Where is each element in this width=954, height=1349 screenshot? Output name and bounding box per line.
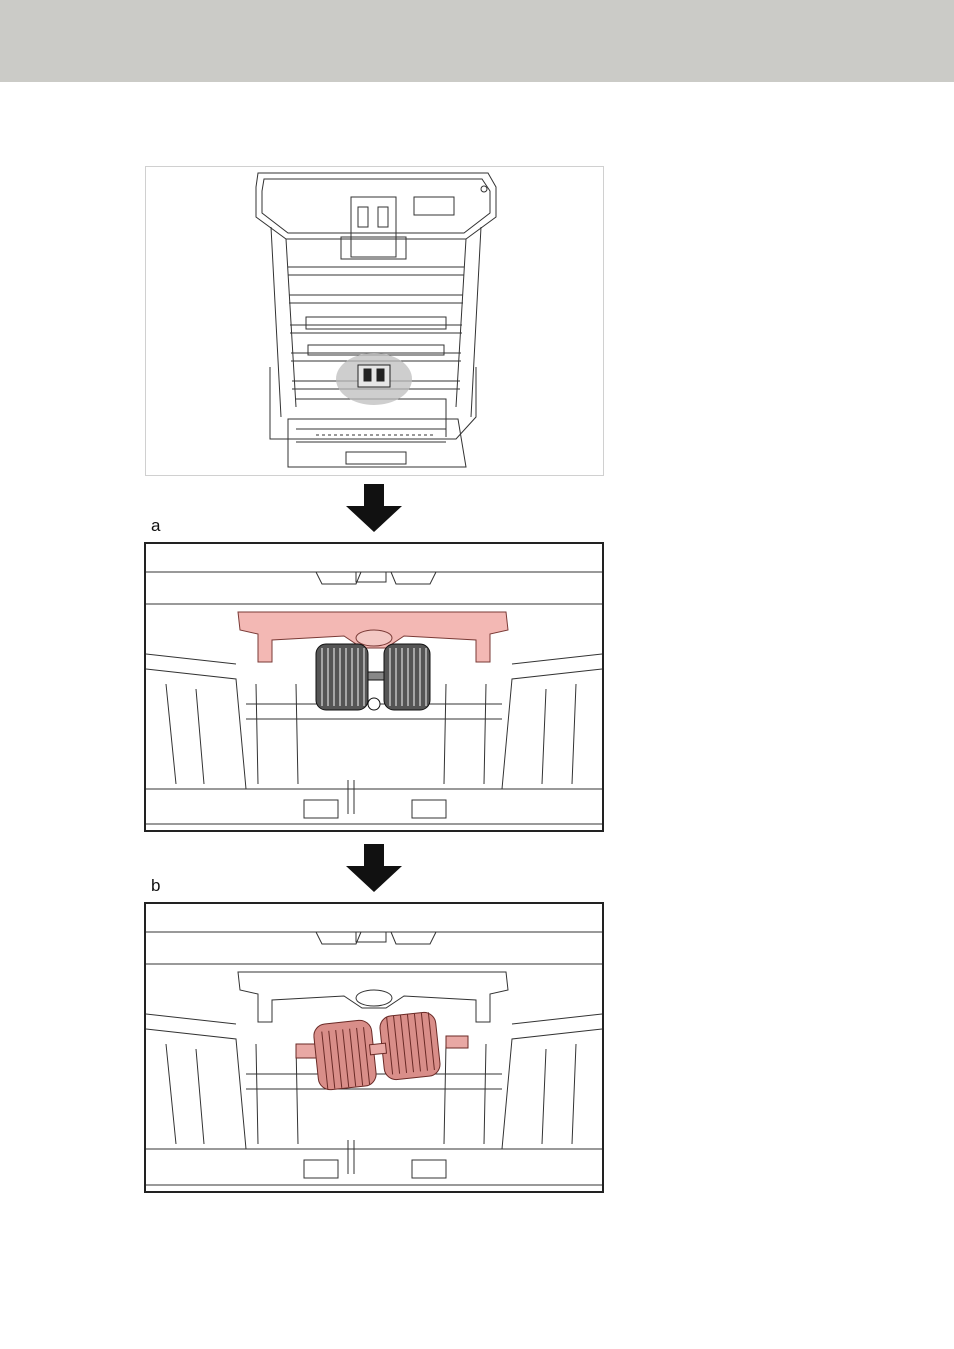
step-label-a: a <box>151 517 160 534</box>
header-bar <box>0 0 954 82</box>
down-arrow-icon <box>346 844 402 892</box>
step-a-illustration <box>144 542 604 832</box>
step-label-b: b <box>151 877 160 894</box>
scanner-overview-illustration <box>145 166 604 476</box>
down-arrow-icon <box>346 484 402 532</box>
step-b-illustration <box>144 902 604 1193</box>
